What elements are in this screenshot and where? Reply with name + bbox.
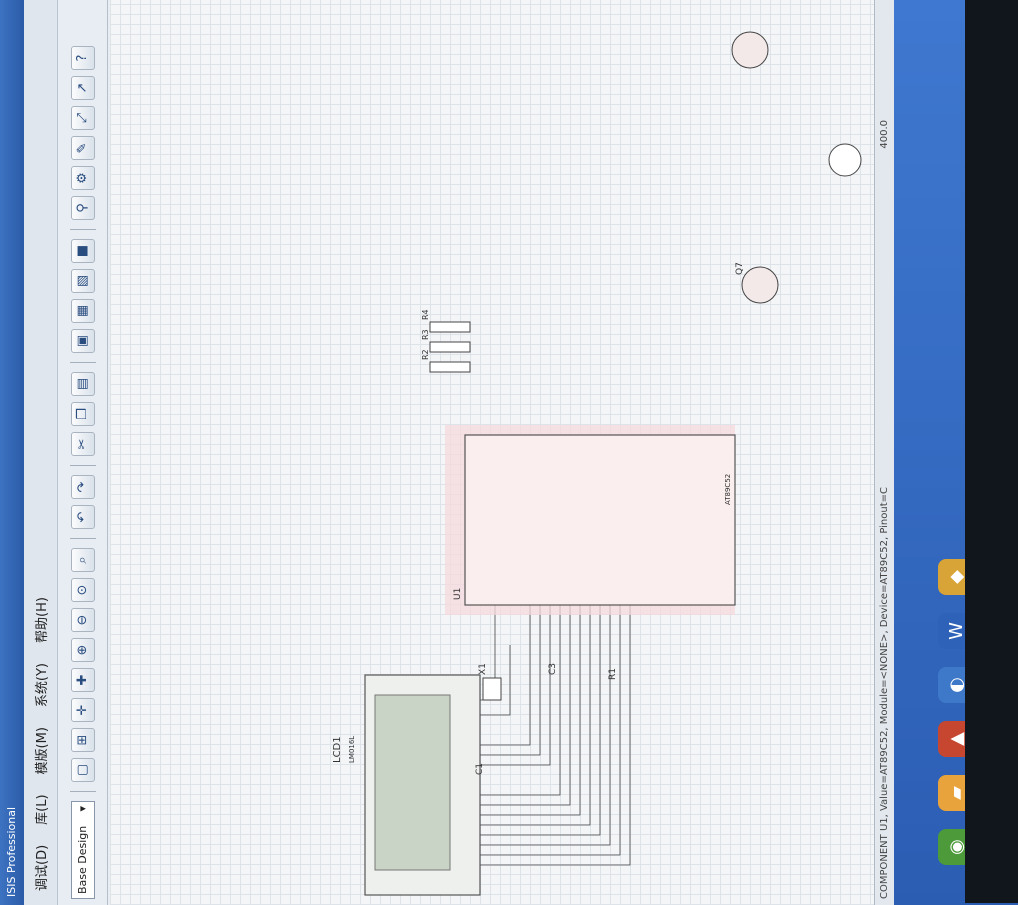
toolbar-separator [69,229,96,230]
page-icon[interactable]: ▢ [70,758,95,782]
menu-system[interactable]: 系统(Y) [35,662,50,708]
status-coords: 400.0 [879,120,890,149]
schematic-canvas[interactable]: LCD1 LM016L R2 R3 R4 [110,0,1018,905]
lcd-module[interactable]: LCD1 LM016L [332,674,481,896]
menu-template[interactable]: 模版(M) [35,727,50,775]
zoom-in-icon[interactable]: ⊕ [70,638,95,662]
undo-icon[interactable]: ↶ [70,505,95,529]
pan-icon[interactable]: ✚ [70,668,95,692]
design-select[interactable]: Base Design ▾ [70,801,95,899]
pick-icon[interactable]: ⚲ [70,196,95,220]
grid-icon[interactable]: ⊞ [70,728,95,752]
copy-icon[interactable]: ❐ [70,402,95,426]
block-rotate-icon[interactable]: ▧ [70,269,95,293]
help-icon[interactable]: ? [70,46,95,70]
oscillator-circuit[interactable]: X1 C1 C3 R1 [475,663,618,775]
origin-icon[interactable]: ✛ [70,698,95,722]
schematic-drawing: LCD1 LM016L R2 R3 R4 [332,31,874,896]
redo-icon[interactable]: ↷ [70,475,95,499]
toolbar-separator [69,791,96,792]
zoom-area-icon[interactable]: ⌕ [70,548,95,572]
q7-label: Q7 [735,262,745,275]
lcd-part-label: LM016L [348,736,356,763]
make-device-icon[interactable]: ⚙ [70,166,95,190]
r2-label: R2 [421,349,430,360]
design-select-value: Base Design [76,825,89,894]
h-bridge[interactable]: Q7 Q5 [731,31,874,304]
toolbar-separator [69,362,96,363]
r4-label: R4 [421,309,430,320]
menu-debug[interactable]: 调试(D) [35,844,50,891]
zoom-out-icon[interactable]: ⊖ [70,608,95,632]
status-bar: COMPONENT U1, Value=AT89C52, Module=<NON… [874,0,894,905]
status-message: COMPONENT U1, Value=AT89C52, Module=<NON… [879,486,890,899]
menu-help[interactable]: 帮助(H) [35,597,50,643]
pullup-resistors[interactable]: R2 R3 R4 [421,309,471,373]
chevron-down-icon: ▾ [76,806,89,812]
toolbar-separator [69,465,96,466]
wire-autorouter-icon[interactable]: ↗ [70,76,95,100]
crystal-label: X1 [478,663,488,675]
title-bar: ISIS Professional [0,0,24,905]
toolbar-separator [69,538,96,539]
c1-label: C1 [475,763,485,775]
paste-icon[interactable]: ▤ [70,372,95,396]
block-delete-icon[interactable]: ■ [70,239,95,263]
toolbar: Base Design ▾ ▢ ⊞ ✛ ✚ ⊕ ⊖ ⊙ ⌕ ↶ ↷ ✂ ❐ ▤ … [58,0,108,905]
block-copy-icon[interactable]: ▣ [70,329,95,353]
menu-bar: 调试(D) 库(L) 模版(M) 系统(Y) 帮助(H) [24,0,58,905]
mcu-u1[interactable]: U1 AT89C52 [445,425,736,615]
r1-label: R1 [608,668,618,680]
package-icon[interactable]: ✎ [70,136,95,160]
menu-library[interactable]: 库(L) [35,794,50,825]
block-move-icon[interactable]: ▦ [70,299,95,323]
lcd-ref-label: LCD1 [332,736,343,763]
r3-label: R3 [421,329,430,340]
mcu-ref-label: U1 [453,588,463,600]
decompose-icon[interactable]: ⤢ [70,106,95,130]
zoom-all-icon[interactable]: ⊙ [70,578,95,602]
cut-icon[interactable]: ✂ [70,432,95,456]
mcu-part-label: AT89C52 [724,474,732,505]
c3-label: C3 [548,663,558,675]
monitor-bezel-right [965,0,1018,903]
